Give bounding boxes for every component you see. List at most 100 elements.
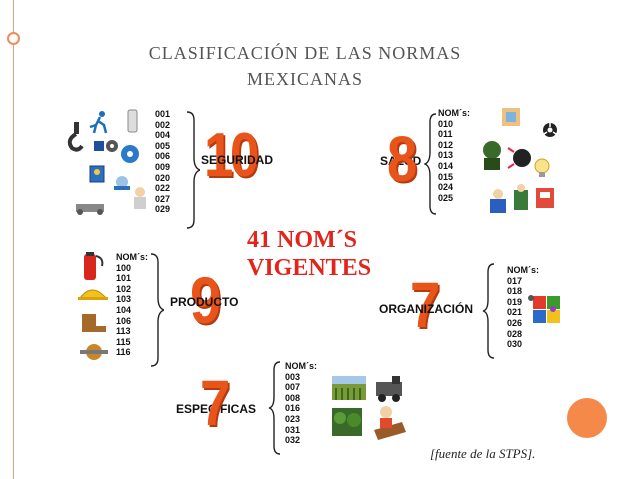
crane-hook-icon [67, 122, 84, 152]
brace-salud [424, 113, 437, 215]
nom-code: 029 [155, 204, 171, 215]
ppe-sign-icon [89, 165, 105, 183]
gas-mask-worker-icon [483, 141, 501, 170]
puzzle-people-icon [527, 290, 567, 330]
center-title: 41 NOM´S VIGENTES [247, 226, 371, 282]
forest-icon [332, 408, 362, 436]
organizacion-label: ORGANIZACIÓN [379, 302, 473, 316]
seguridad-label: SEGURIDAD [201, 153, 274, 167]
fire-extinguisher-icon [127, 109, 138, 133]
nom-code: 025 [438, 192, 454, 203]
worker-blue-icon [490, 189, 506, 213]
salud-codes: NOM´s: 010 011 012 013 014 015 024 025 [438, 108, 470, 203]
safety-icons-cluster [64, 106, 150, 224]
nom-code: 031 [285, 424, 301, 435]
nom-code: 002 [155, 119, 171, 130]
producto-label: PRODUCTO [170, 295, 239, 309]
nom-code: 008 [285, 392, 301, 403]
specific-icons-cluster [330, 374, 410, 446]
nom-code: 021 [507, 307, 523, 318]
nom-code: 115 [116, 336, 131, 347]
nom-code: 015 [438, 171, 454, 182]
machinist-icon [514, 184, 528, 210]
seguridad-count: 10 [204, 121, 259, 190]
nom-code: 103 [116, 294, 132, 305]
slide-title: CLASIFICACIÓN DE LAS NORMAS MEXICANAS [100, 40, 510, 92]
nom-code: 011 [438, 129, 453, 140]
red-tool-icon [536, 188, 554, 208]
organizacion-count: 7 [410, 269, 441, 341]
valve-icon [80, 344, 108, 360]
nom-code: 010 [438, 118, 454, 129]
nom-code: 101 [116, 273, 132, 284]
nom-header: NOM´s: [116, 252, 148, 262]
blue-gear-icon [121, 145, 139, 163]
nom-code: 019 [507, 296, 523, 307]
nom-code: 017 [507, 275, 523, 286]
especificas-codes: NOM´s: 003 007 008 016 023 031 032 [285, 361, 317, 446]
producto-count: 9 [190, 263, 222, 337]
brace-seguridad [186, 111, 200, 229]
salud-label: SALUD [380, 154, 422, 168]
nom-code: 014 [438, 160, 454, 171]
nom-code: 020 [155, 172, 171, 183]
nom-code: 003 [285, 371, 301, 382]
worker-helmet-icon [114, 176, 130, 190]
nom-code: 024 [438, 182, 454, 193]
nom-code: 113 [116, 326, 131, 337]
fire-extinguisher-icon [84, 252, 104, 280]
nom-code: 001 [155, 109, 171, 119]
title-line-2: MEXICANAS [246, 69, 363, 89]
running-man-icon [89, 111, 108, 134]
nom-header: NOM´s: [507, 265, 539, 275]
center-title-line-1: 41 NOM´S [247, 227, 357, 253]
blue-sign-icon [94, 141, 104, 151]
nom-code: 022 [155, 183, 171, 194]
product-icons-cluster [76, 250, 112, 366]
decor-side-line [13, 0, 14, 479]
nom-code: 102 [116, 283, 132, 294]
brace-especificas [268, 361, 281, 455]
lightbulb-icon [534, 158, 550, 177]
construction-worker-icon [374, 406, 406, 440]
nom-code: 027 [155, 193, 171, 204]
decor-top-circle [7, 32, 20, 45]
gear-icon-small [106, 140, 118, 152]
brace-organizacion [482, 263, 495, 359]
organizacion-codes: NOM´s: 017 018 019 021 026 028 030 [507, 265, 539, 350]
nom-code: 028 [507, 328, 523, 339]
hard-hat-icon [78, 289, 108, 300]
nom-code: 007 [285, 382, 301, 393]
work-boots-icon [82, 314, 106, 332]
producto-codes: NOM´s: 100 101 102 103 104 106 113 115 1… [116, 252, 148, 358]
source-citation: [fuente de la STPS]. [430, 446, 536, 461]
nom-code: 104 [116, 304, 132, 315]
machine-icon [76, 204, 104, 215]
salud-count: 8 [387, 123, 418, 195]
nom-code: 004 [155, 130, 171, 141]
nom-code: 005 [155, 140, 171, 151]
nom-code: 030 [507, 339, 523, 350]
locomotive-icon [376, 376, 402, 402]
brace-producto [150, 253, 164, 367]
noise-icon [507, 147, 531, 169]
especificas-count: 7 [200, 367, 231, 439]
center-title-line-2: VIGENTES [247, 255, 372, 281]
nom-code: 100 [116, 262, 132, 273]
radiation-icon [543, 123, 557, 137]
nom-code: 013 [438, 150, 454, 161]
decor-bottom-circle [567, 398, 607, 438]
nom-code: 016 [285, 403, 301, 414]
nom-header: NOM´s: [285, 361, 317, 371]
nom-code: 006 [155, 151, 171, 162]
nom-code: 023 [285, 413, 301, 424]
title-line-1: CLASIFICACIÓN DE LAS NORMAS [148, 43, 462, 63]
field-crops-icon [332, 376, 366, 400]
nom-code: 106 [116, 315, 132, 326]
hardhat-worker-icon [134, 187, 146, 209]
nom-code: 116 [116, 347, 131, 358]
nom-code: 018 [507, 286, 523, 297]
lab-icon [502, 108, 520, 126]
nom-header: NOM´s: [438, 108, 470, 118]
nom-code: 009 [155, 161, 171, 172]
